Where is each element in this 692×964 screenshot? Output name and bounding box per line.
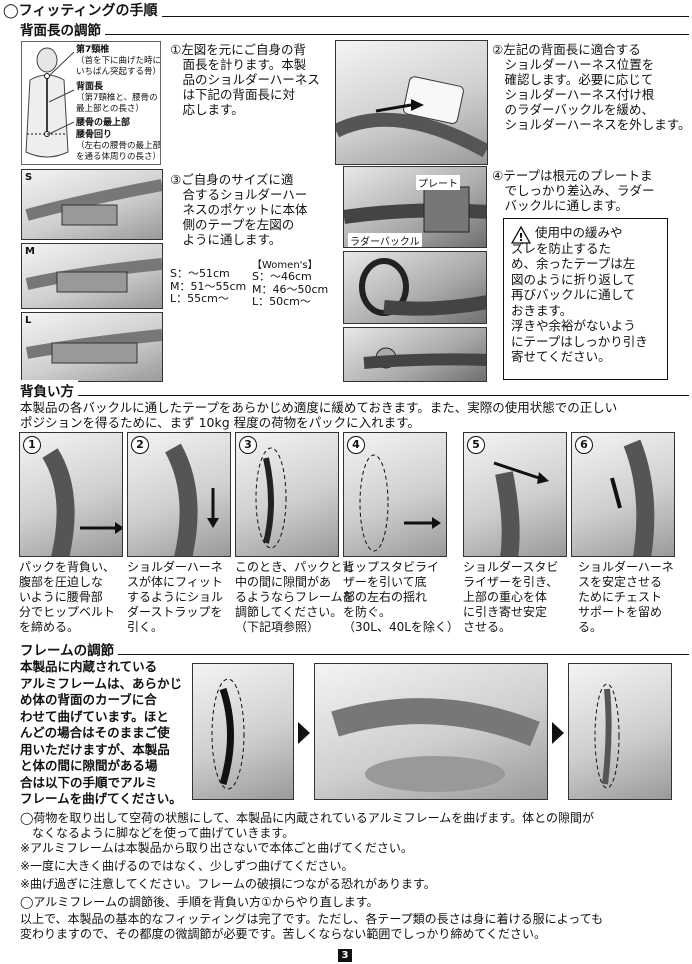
hip-circ-label: 腰骨回り <box>76 130 113 140</box>
step-4-text: ④テープは根元のプレートま でしっかり差込み、ラダー バックルに通します。 <box>492 168 655 213</box>
carry-step-2-figure: 2 <box>127 432 231 557</box>
frame-note-6: 以上で、本製品の基本的なフィッティングは完了です。ただし、各テープ類の長さは身に… <box>20 912 604 941</box>
carrying-title: 背負い方 <box>20 380 78 400</box>
carry-step-6-text: ショルダーハーネ スを安定させる ためにチェスト サポートを留め る。 <box>578 560 674 634</box>
caution-box: ! 使用中の緩みや ズレを防止するた め、余ったテープは左 図のように折り返して… <box>503 218 668 380</box>
step-number: 1 <box>23 436 41 454</box>
carry-step-1-text: パックを背負い、 腹部を圧迫しな いように腰骨部 分でヒップベルト を締める。 <box>19 560 116 634</box>
frame-intro: 本製品に内蔵されている アルミフレームは、あらかじ め体の背面のカーブに合 わせ… <box>20 659 183 806</box>
size-s-figure: S <box>21 169 163 240</box>
size-l-figure: L <box>21 312 163 382</box>
step-number: 4 <box>347 436 365 454</box>
frame-note-5: ◯アルミフレームの調節後、手順を背負い方①からやり直します。 <box>20 895 379 909</box>
frame-note-1: ◯荷物を取り出して空荷の状態にして、本製品に内蔵されているアルミフレームを曲げま… <box>20 811 594 840</box>
frame-fitted-figure <box>568 663 672 800</box>
back-length-title: 背面長の調節 <box>20 19 105 39</box>
size-tag-m: M <box>25 246 35 257</box>
size-tag-l: L <box>25 315 32 326</box>
hip-circ-note: （左右の腰骨の最上部 を通る体周りの長さ） <box>76 141 161 162</box>
carry-step-3-text: このとき、パックと背 中の間に隙間があ るようならフレームを 調節してください。… <box>235 560 355 634</box>
back-length-note: （第7頸椎と、腰骨の 最上部との長さ） <box>76 93 158 114</box>
pull-arrow-icon <box>411 99 424 111</box>
carry-step-2-text: ショルダーハーネ スが体にフィット するようにショル ダーストラップを 引く。 <box>127 560 224 634</box>
hip-top-label: 腰骨の最上部 <box>76 118 131 128</box>
back-length-label: 背面長 <box>76 82 104 92</box>
frame-title: フレームの調節 <box>20 639 119 659</box>
warning-icon: ! <box>511 226 531 244</box>
frame-note-4: ※曲げ過ぎに注意してください。フレームの破損につながる恐れがあります。 <box>20 877 436 891</box>
frame-gap-figure <box>192 663 294 800</box>
carrying-intro: 本製品の各バックルに通したテープをあらかじめ適度に緩めておきます。また、実際の使… <box>20 400 618 430</box>
back-anatomy-figure: 第7頸椎 （首を下に曲げた時に いちばん突起する骨） 背面長 （第7頸椎と、腰骨… <box>21 41 161 165</box>
frame-note-2: ※アルミフレームは本製品から取り出さないで本体ごと曲げてください。 <box>20 841 413 855</box>
step-3-text: ③ご自身のサイズに適 合するショルダーハー ネスのポケットに本体 側のテープを左… <box>170 172 308 247</box>
carry-step-5-figure: 5 <box>463 432 567 557</box>
c7-label: 第7頸椎 <box>76 45 110 55</box>
step-number: 5 <box>467 436 485 454</box>
carry-step-5-text: ショルダースタビ ライザーを引き、 上部の重心を体 に引き寄せ安定 させる。 <box>463 560 559 634</box>
arrow-right-icon <box>552 722 564 744</box>
tape-rethread-figure <box>343 327 487 382</box>
womens-label: 【Women's】 <box>252 260 318 271</box>
mens-size-table: S：～51cm M：51～55cm L：55cm～ <box>170 267 247 305</box>
step-number: 6 <box>575 436 593 454</box>
plate-callout: プレート <box>416 175 460 190</box>
arrow-right-icon <box>298 722 310 744</box>
step-1-text: ①左図を元にご自身の背 面長を計ります。本製 品のショルダーハーネス は下記の背… <box>170 42 320 117</box>
frame-bending-figure <box>314 663 548 800</box>
caution-text: 使用中の緩みや ズレを防止するた め、余ったテープは左 図のように折り返して 再… <box>511 225 648 364</box>
svg-text:!: ! <box>518 231 523 244</box>
womens-size-table: S：～46cm M：46～50cm L：50cm～ <box>252 270 329 308</box>
size-m-figure: M <box>21 243 163 309</box>
step-number: 2 <box>131 436 149 454</box>
main-title: ◯フィッティングの手順 <box>3 0 162 20</box>
size-tag-s: S <box>25 172 33 183</box>
page-number: 3 <box>338 949 352 962</box>
carry-step-3-figure: 3 <box>235 432 339 557</box>
step-2-text: ②左記の背面長に適合する ショルダーハーネス位置を 確認します。必要に応じて シ… <box>492 42 691 132</box>
ladder-buckle-callout: ラダーバックル <box>348 233 422 247</box>
carry-step-1-figure: 1 <box>19 432 123 557</box>
tape-fold-figure <box>343 251 487 324</box>
step-number: 3 <box>239 436 257 454</box>
frame-note-3: ※一度に大きく曲げるのではなく、少しずつ曲げてください。 <box>20 859 354 873</box>
carry-step-4-text: ヒップスタビライ ザーを引いて底 部の左右の揺れ を防ぐ。 （30L、40Lを除… <box>343 560 459 634</box>
c7-note: （首を下に曲げた時に いちばん突起する骨） <box>76 56 161 77</box>
plate-insert-figure: プレート ラダーバックル <box>343 166 487 248</box>
back-silhouette-icon <box>25 47 75 158</box>
carry-step-6-figure: 6 <box>571 432 675 557</box>
harness-removal-figure <box>335 40 488 165</box>
carry-step-4-figure: 4 <box>343 432 447 557</box>
